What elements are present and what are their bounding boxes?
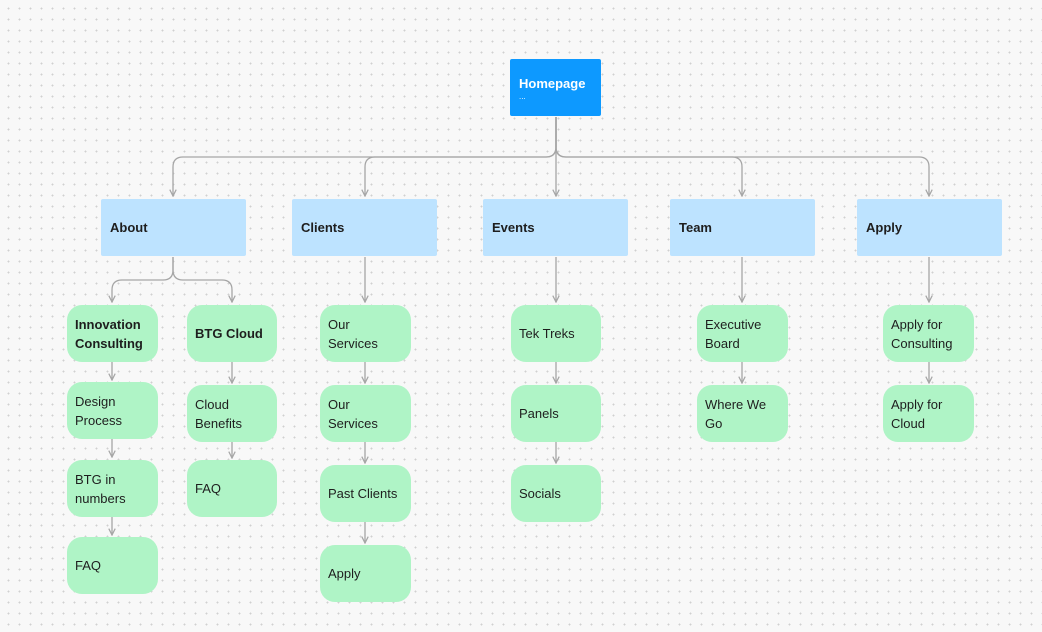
section-about[interactable]: About <box>101 199 246 256</box>
homepage-label: Homepage <box>519 76 586 91</box>
page-our-services-1-label: Our Services <box>328 316 378 351</box>
page-clients-apply-label: Apply <box>328 566 361 581</box>
page-our-services-2-label: Our Services <box>328 396 378 431</box>
page-panels-label: Panels <box>519 406 559 421</box>
section-about-label: About <box>110 220 148 235</box>
connector-about-btgcloud <box>172 257 232 302</box>
section-clients-label: Clients <box>301 220 345 235</box>
page-innovation-consulting[interactable]: Innovation Consulting <box>67 305 158 362</box>
page-about-faq[interactable]: FAQ <box>67 537 158 594</box>
section-apply-label: Apply <box>866 220 903 235</box>
page-clients-apply[interactable]: Apply <box>320 545 411 602</box>
page-cloud-benefits-label: Cloud Benefits <box>195 396 242 431</box>
section-team[interactable]: Team <box>670 199 815 256</box>
page-executive-board[interactable]: Executive Board <box>697 305 788 362</box>
page-past-clients[interactable]: Past Clients <box>320 465 411 522</box>
page-panels[interactable]: Panels <box>511 385 601 442</box>
page-apply-for-cloud-label: Apply for Cloud <box>891 396 943 431</box>
section-team-label: Team <box>679 220 712 235</box>
page-socials-label: Socials <box>519 486 561 501</box>
section-apply[interactable]: Apply <box>857 199 1002 256</box>
connector-homepage-clients <box>365 117 557 196</box>
page-btg-in-numbers-label: BTG in numbers <box>75 471 126 506</box>
page-cloud-faq-label: FAQ <box>195 481 222 496</box>
page-design-process-label: Design Process <box>75 393 122 428</box>
homepage-node[interactable]: Homepage ... <box>510 59 601 116</box>
page-about-faq-label: FAQ <box>75 558 102 573</box>
page-executive-board-label: Executive Board <box>705 316 762 351</box>
page-btg-cloud-label: BTG Cloud <box>195 326 263 341</box>
page-innovation-consulting-label: Innovation Consulting <box>75 316 143 351</box>
section-clients[interactable]: Clients <box>292 199 437 256</box>
page-our-services-2[interactable]: Our Services <box>320 385 411 442</box>
page-socials[interactable]: Socials <box>511 465 601 522</box>
page-tek-treks-label: Tek Treks <box>519 326 575 341</box>
page-our-services-1[interactable]: Our Services <box>320 305 411 362</box>
connector-homepage-apply <box>555 117 929 196</box>
page-tek-treks[interactable]: Tek Treks <box>511 305 601 362</box>
page-cloud-faq[interactable]: FAQ <box>187 460 277 517</box>
section-events-label: Events <box>492 220 535 235</box>
page-past-clients-label: Past Clients <box>328 486 398 501</box>
page-cloud-benefits[interactable]: Cloud Benefits <box>187 385 277 442</box>
page-btg-cloud[interactable]: BTG Cloud <box>187 305 277 362</box>
page-apply-for-cloud[interactable]: Apply for Cloud <box>883 385 974 442</box>
section-events[interactable]: Events <box>483 199 628 256</box>
page-where-we-go-label: Where We Go <box>705 396 767 431</box>
page-apply-for-consulting-label: Apply for Consulting <box>891 316 953 351</box>
page-apply-for-consulting[interactable]: Apply for Consulting <box>883 305 974 362</box>
page-design-process[interactable]: Design Process <box>67 382 158 439</box>
page-btg-in-numbers[interactable]: BTG in numbers <box>67 460 158 517</box>
connector-about-innovation <box>112 257 174 302</box>
page-where-we-go[interactable]: Where We Go <box>697 385 788 442</box>
homepage-sub-label: ... <box>519 92 526 101</box>
